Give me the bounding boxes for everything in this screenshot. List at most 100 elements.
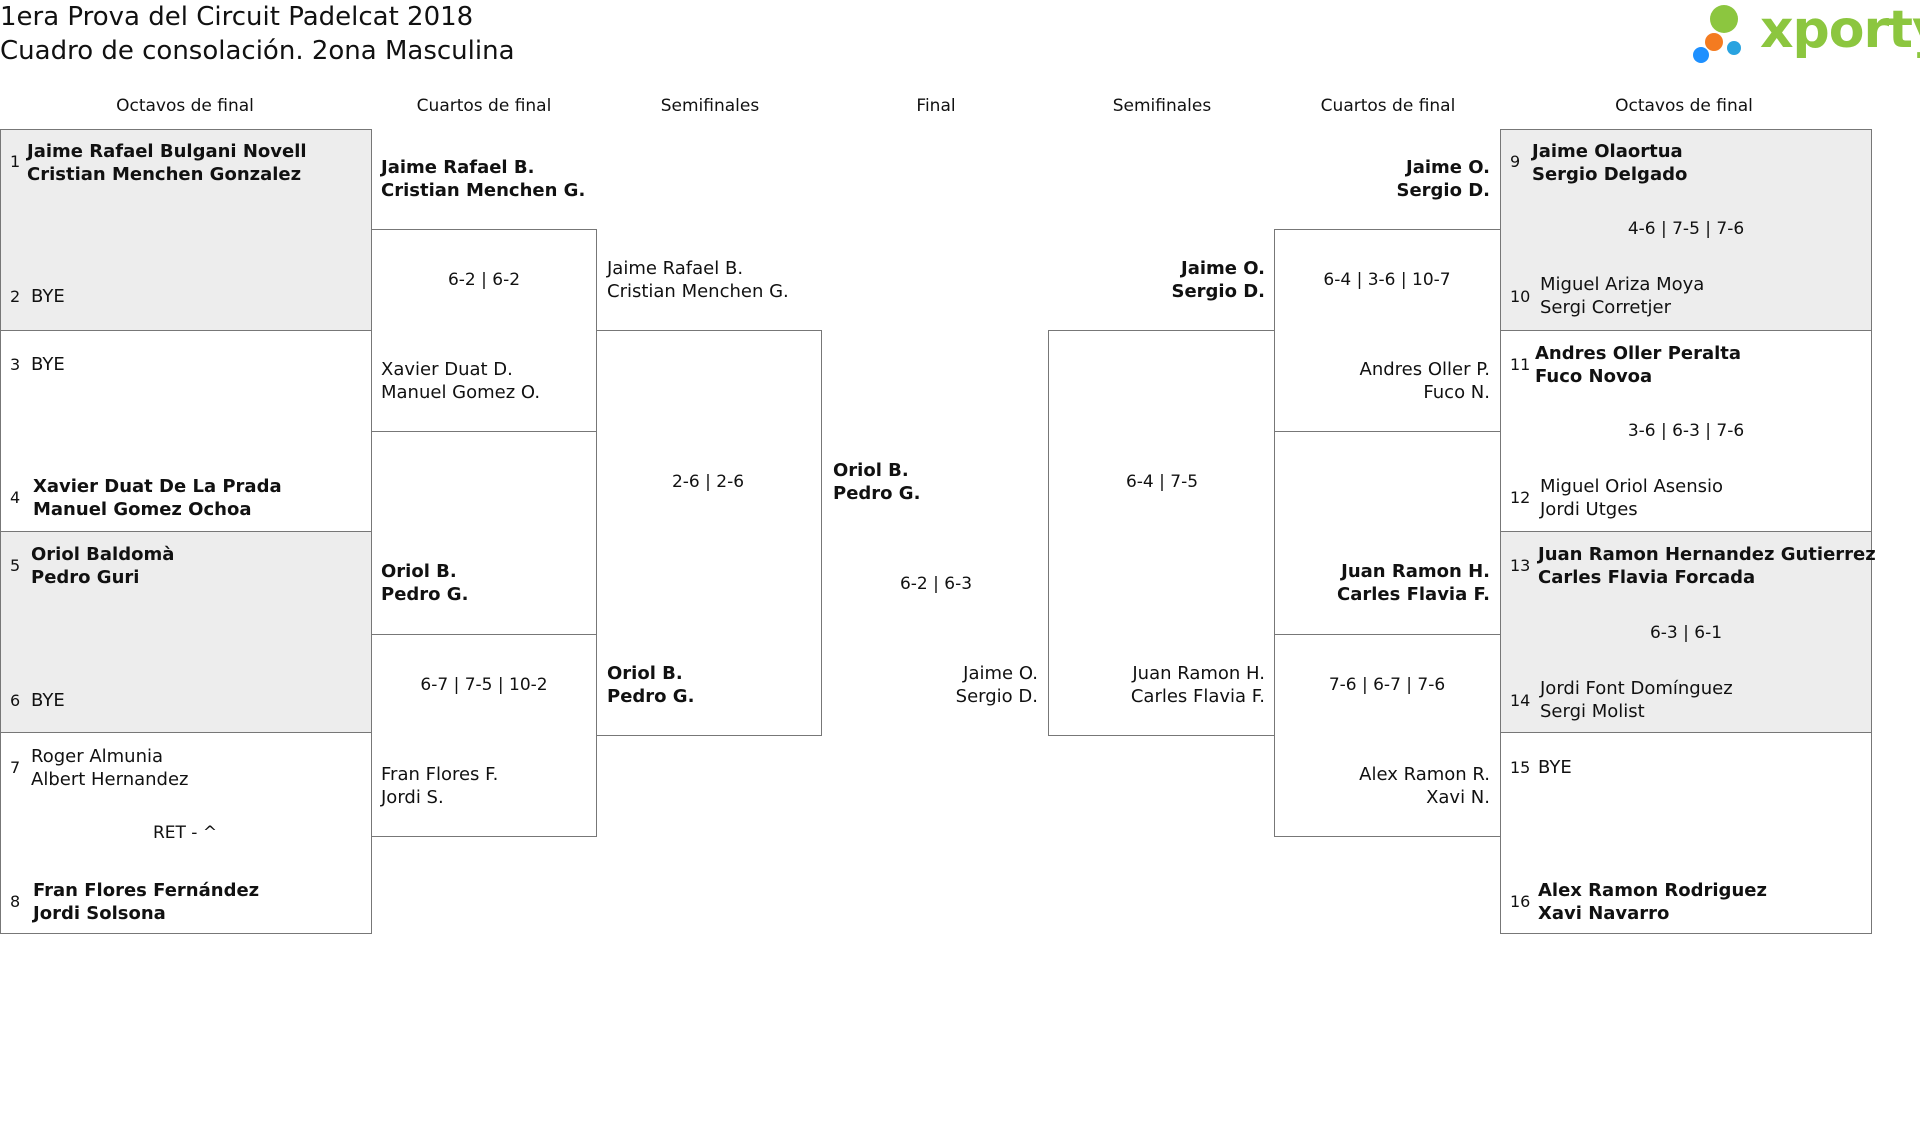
- team-player-2: Carles Flavia F.: [1336, 584, 1490, 605]
- team-player-2: Carles Flavia Forcada: [1538, 567, 1756, 588]
- seed-number: 2: [10, 287, 21, 306]
- team-player-1: Andres Oller Peralta: [1535, 343, 1742, 364]
- xporty-dots-icon: [1693, 5, 1741, 63]
- team-player-2: Sergio Delgado: [1532, 164, 1688, 185]
- match-score: 6-7 | 7-5 | 10-2: [420, 675, 548, 695]
- team-player-2: Sergi Corretjer: [1540, 297, 1672, 318]
- match-box: [0, 129, 372, 331]
- seed-number: 16: [1510, 892, 1531, 911]
- seed-number: 4: [10, 488, 21, 507]
- team-player-2: Manuel Gomez O.: [381, 382, 541, 403]
- round-header-final: Final: [916, 96, 956, 116]
- team-player-2: Xavi N.: [1426, 787, 1490, 808]
- team-player-1: Jaime O.: [1406, 157, 1490, 178]
- team-player-1: Miguel Oriol Asensio: [1540, 476, 1724, 497]
- match-score: 6-4 | 7-5: [1125, 472, 1199, 492]
- team-player-1: Juan Ramon H.: [1341, 561, 1490, 582]
- tournament-title: 1era Prova del Circuit Padelcat 2018: [0, 2, 474, 32]
- team-player-1: Xavier Duat D.: [381, 359, 513, 380]
- team-player-1: Miguel Ariza Moya: [1540, 274, 1705, 295]
- match-score: 7-6 | 6-7 | 7-6: [1328, 675, 1446, 695]
- team-player-2: Jordi S.: [381, 787, 444, 808]
- team-player-2: Cristian Menchen Gonzalez: [27, 164, 302, 185]
- round-header-sf-right: Semifinales: [1112, 96, 1212, 116]
- seed-number: 12: [1510, 488, 1531, 507]
- match-box: [1500, 129, 1872, 331]
- team-player-1: BYE: [31, 354, 65, 375]
- team-player-1: Jaime Rafael B.: [381, 157, 535, 178]
- draw-subtitle: Cuadro de consolación. 2ona Masculina: [0, 36, 515, 66]
- seed-number: 6: [10, 691, 21, 710]
- team-player-1: Jaime Rafael Bulgani Novell: [27, 141, 307, 162]
- final-score: 6-2 | 6-3: [899, 574, 973, 594]
- seed-number: 14: [1510, 691, 1531, 710]
- team-player-2: Fuco Novoa: [1535, 366, 1653, 387]
- bracket-connector: [596, 330, 822, 736]
- team-player-2: Manuel Gomez Ochoa: [33, 499, 252, 520]
- team-player-1: Andres Oller P.: [1359, 359, 1490, 380]
- match-score: 3-6 | 6-3 | 7-6: [1627, 421, 1745, 441]
- logo-text: xporty: [1760, 0, 1920, 60]
- finalist-left-player-2: Pedro G.: [833, 483, 921, 504]
- match-score: 2-6 | 2-6: [671, 472, 745, 492]
- seed-number: 7: [10, 758, 21, 777]
- finalist-right-player-2: Sergio D.: [955, 686, 1038, 707]
- xporty-logo: xporty: [1692, 0, 1920, 68]
- bracket-connector: [1048, 330, 1275, 736]
- team-player-2: Sergi Molist: [1540, 701, 1645, 722]
- seed-number: 3: [10, 355, 21, 374]
- team-player-2: Xavi Navarro: [1538, 903, 1670, 924]
- seed-number: 1: [10, 152, 21, 171]
- team-player-1: Jaime Olaortua: [1532, 141, 1683, 162]
- seed-number: 8: [10, 892, 21, 911]
- seed-number: 13: [1510, 556, 1531, 575]
- team-player-1: Xavier Duat De La Prada: [33, 476, 282, 497]
- match-box: [1500, 531, 1872, 733]
- round-header-qf-right: Cuartos de final: [1320, 96, 1456, 116]
- team-player-1: Jordi Font Domínguez: [1540, 678, 1733, 699]
- match-score: 6-2 | 6-2: [447, 270, 521, 290]
- team-player-1: BYE: [31, 690, 65, 711]
- team-player-1: Oriol B.: [381, 561, 457, 582]
- match-score: 4-6 | 7-5 | 7-6: [1627, 219, 1745, 239]
- round-header-sf-left: Semifinales: [660, 96, 760, 116]
- team-player-1: Jaime Rafael B.: [607, 258, 744, 279]
- team-player-1: BYE: [1538, 757, 1572, 778]
- team-player-2: Albert Hernandez: [31, 769, 189, 790]
- team-player-2: Pedro Guri: [31, 567, 140, 588]
- team-player-2: Carles Flavia F.: [1130, 686, 1265, 707]
- seed-number: 11: [1510, 355, 1531, 374]
- match-score: RET - ^: [152, 823, 218, 843]
- team-player-2: Sergio D.: [1396, 180, 1490, 201]
- team-player-1: Fran Flores Fernández: [33, 880, 260, 901]
- team-player-1: Oriol Baldomà: [31, 544, 175, 565]
- team-player-2: Cristian Menchen G.: [607, 281, 789, 302]
- seed-number: 15: [1510, 758, 1531, 777]
- round-header-qf-left: Cuartos de final: [416, 96, 552, 116]
- team-player-1: Roger Almunia: [31, 746, 164, 767]
- team-player-1: Juan Ramon Hernandez Gutierrez: [1538, 544, 1876, 565]
- match-score: 6-3 | 6-1: [1649, 623, 1723, 643]
- match-score: 6-4 | 3-6 | 10-7: [1323, 270, 1451, 290]
- round-header-r16-right: Octavos de final: [1615, 96, 1753, 116]
- team-player-1: Jaime O.: [1181, 258, 1265, 279]
- team-player-1: BYE: [31, 286, 65, 307]
- round-header-r16-left: Octavos de final: [116, 96, 254, 116]
- match-box: [0, 531, 372, 733]
- team-player-1: Alex Ramon Rodriguez: [1538, 880, 1767, 901]
- finalist-left-player-1: Oriol B.: [833, 460, 909, 481]
- team-player-2: Fuco N.: [1423, 382, 1490, 403]
- team-player-1: Fran Flores F.: [381, 764, 499, 785]
- team-player-2: Cristian Menchen G.: [381, 180, 586, 201]
- team-player-2: Sergio D.: [1171, 281, 1265, 302]
- team-player-2: Pedro G.: [381, 584, 469, 605]
- team-player-2: Pedro G.: [607, 686, 695, 707]
- seed-number: 10: [1510, 287, 1531, 306]
- seed-number: 9: [1510, 152, 1521, 171]
- team-player-1: Alex Ramon R.: [1359, 764, 1490, 785]
- seed-number: 5: [10, 556, 21, 575]
- team-player-1: Oriol B.: [607, 663, 683, 684]
- finalist-right-player-1: Jaime O.: [963, 663, 1038, 684]
- team-player-1: Juan Ramon H.: [1132, 663, 1265, 684]
- team-player-2: Jordi Solsona: [33, 903, 166, 924]
